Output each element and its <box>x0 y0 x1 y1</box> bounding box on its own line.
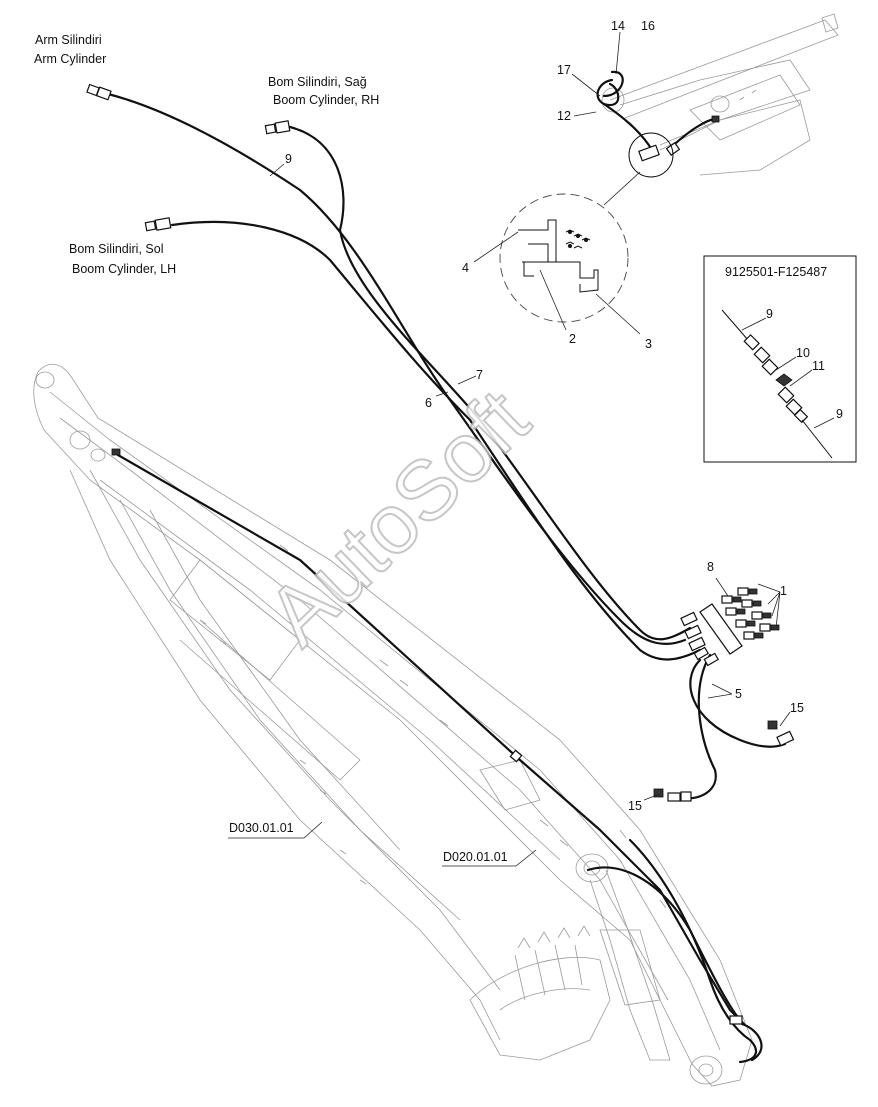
hose-boom-lh <box>170 220 702 661</box>
callout-5: 5 <box>735 687 742 701</box>
fitting-15-lower <box>653 788 692 802</box>
boom-cylinder-lh-label-tr: Bom Silindiri, Sol <box>69 242 163 256</box>
callout-3: 3 <box>645 337 652 351</box>
callout-4: 4 <box>462 261 469 275</box>
fitting-boom-rh <box>264 120 291 135</box>
callout-15-upper: 15 <box>790 701 804 715</box>
inset-callout-9-bottom: 9 <box>836 407 843 421</box>
boom-cylinder-rh-label-tr: Bom Silindiri, Sağ <box>268 75 367 89</box>
text-labels: Arm Silindiri Arm Cylinder Bom Silindiri… <box>34 19 843 864</box>
callout-6: 6 <box>425 396 432 410</box>
ref-d020: D020.01.01 <box>443 850 508 864</box>
manifold-block <box>680 587 780 667</box>
watermark: AutoSoft <box>249 371 546 662</box>
arm-cylinder-label-en: Arm Cylinder <box>34 52 106 66</box>
callout-9: 9 <box>285 152 292 166</box>
detail-circle <box>499 171 641 323</box>
callout-12: 12 <box>557 109 571 123</box>
fitting-arm-cylinder <box>86 83 112 101</box>
hose-12 <box>596 70 720 152</box>
inset-callout-11: 11 <box>812 359 825 373</box>
fitting-boom-lh <box>144 217 172 232</box>
callout-1: 1 <box>780 584 787 598</box>
inset-callout-9-top: 9 <box>766 307 773 321</box>
arm-cylinder-label-tr: Arm Silindiri <box>35 33 102 47</box>
fittings <box>86 83 795 1025</box>
boom-cylinder-lh-label-en: Boom Cylinder, LH <box>72 262 176 276</box>
arm-tip-outline <box>601 13 839 176</box>
boom-cylinder-rh-label-en: Boom Cylinder, RH <box>273 93 379 107</box>
callout-8: 8 <box>707 560 714 574</box>
inset-box <box>703 255 857 463</box>
leader-lines <box>228 31 791 867</box>
boom-arm-outline <box>33 364 753 1087</box>
hose-boom-rh <box>288 125 692 641</box>
callout-15-lower: 15 <box>628 799 642 813</box>
inset-title: 9125501-F125487 <box>725 265 827 279</box>
callout-16: 16 <box>641 19 655 33</box>
hose-5 <box>683 653 787 800</box>
fitting-15-upper <box>767 720 795 747</box>
inset-callout-10: 10 <box>796 346 810 360</box>
hose-arm-cylinder <box>106 92 687 645</box>
hose-along-boom <box>116 453 763 1064</box>
callout-17: 17 <box>557 63 571 77</box>
callout-7: 7 <box>476 368 483 382</box>
callout-14: 14 <box>611 19 625 33</box>
ref-d030: D030.01.01 <box>229 821 294 835</box>
callout-2: 2 <box>569 332 576 346</box>
